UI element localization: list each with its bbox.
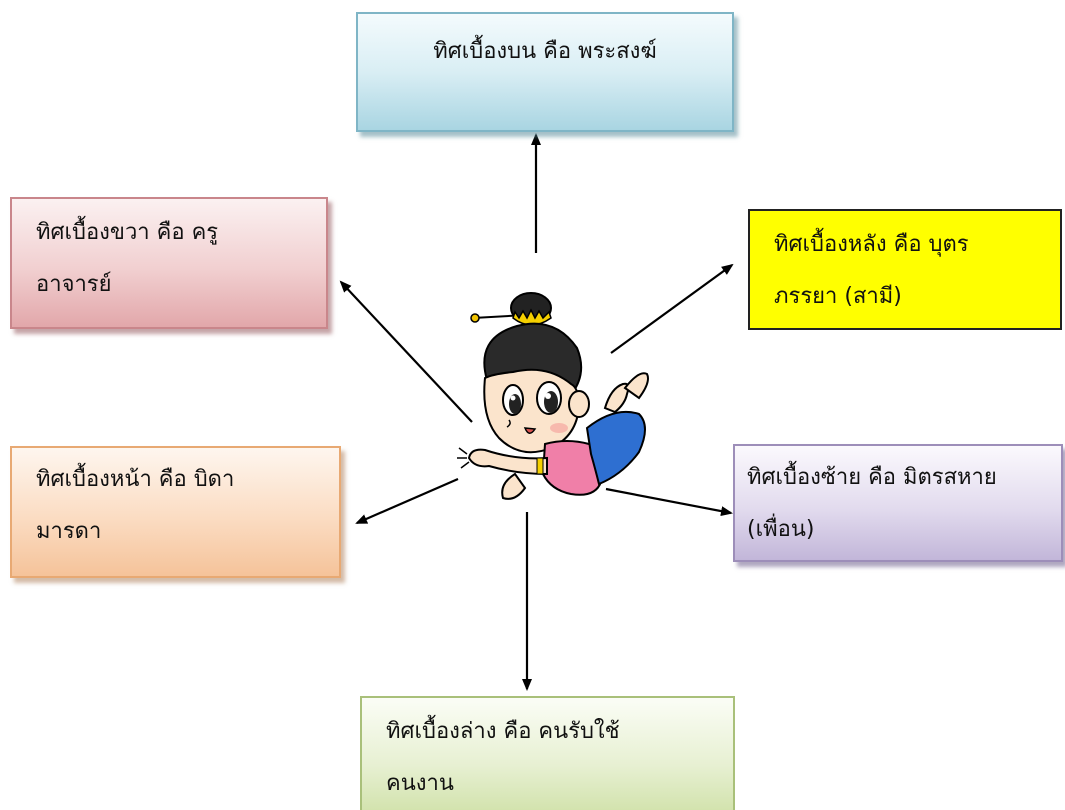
- arrow-right: [339, 280, 473, 423]
- direction-back-line2: ภรรยา (สามี): [774, 284, 902, 309]
- direction-up-box: ทิศเบื้องบน คือ พระสงฆ์: [356, 12, 734, 132]
- direction-left-line1: ทิศเบื้องซ้าย คือ มิตรสหาย: [747, 465, 997, 490]
- direction-down-line2: คนงาน: [386, 771, 454, 796]
- direction-left-box: ทิศเบื้องซ้าย คือ มิตรสหาย (เพื่อน): [733, 444, 1063, 562]
- direction-up-text: ทิศเบื้องบน คือ พระสงฆ์: [433, 39, 657, 64]
- direction-back-box: ทิศเบื้องหลัง คือ บุตร ภรรยา (สามี): [748, 209, 1062, 330]
- direction-down-line1: ทิศเบื้องล่าง คือ คนรับใช้: [386, 719, 620, 744]
- direction-left-line2: (เพื่อน): [747, 517, 815, 542]
- child-mascot-illustration: [457, 292, 649, 500]
- direction-front-box: ทิศเบื้องหน้า คือ บิดา มารดา: [10, 446, 341, 578]
- direction-back-line1: ทิศเบื้องหลัง คือ บุตร: [774, 232, 969, 257]
- arrow-front: [355, 477, 459, 525]
- direction-front-line1: ทิศเบื้องหน้า คือ บิดา: [36, 467, 235, 492]
- direction-right-line1: ทิศเบื้องขวา คือ ครู: [36, 220, 219, 245]
- direction-right-box: ทิศเบื้องขวา คือ ครู อาจารย์: [10, 197, 328, 329]
- direction-down-box: ทิศเบื้องล่าง คือ คนรับใช้ คนงาน: [360, 696, 735, 810]
- direction-front-line2: มารดา: [36, 519, 102, 544]
- direction-right-line2: อาจารย์: [36, 272, 112, 297]
